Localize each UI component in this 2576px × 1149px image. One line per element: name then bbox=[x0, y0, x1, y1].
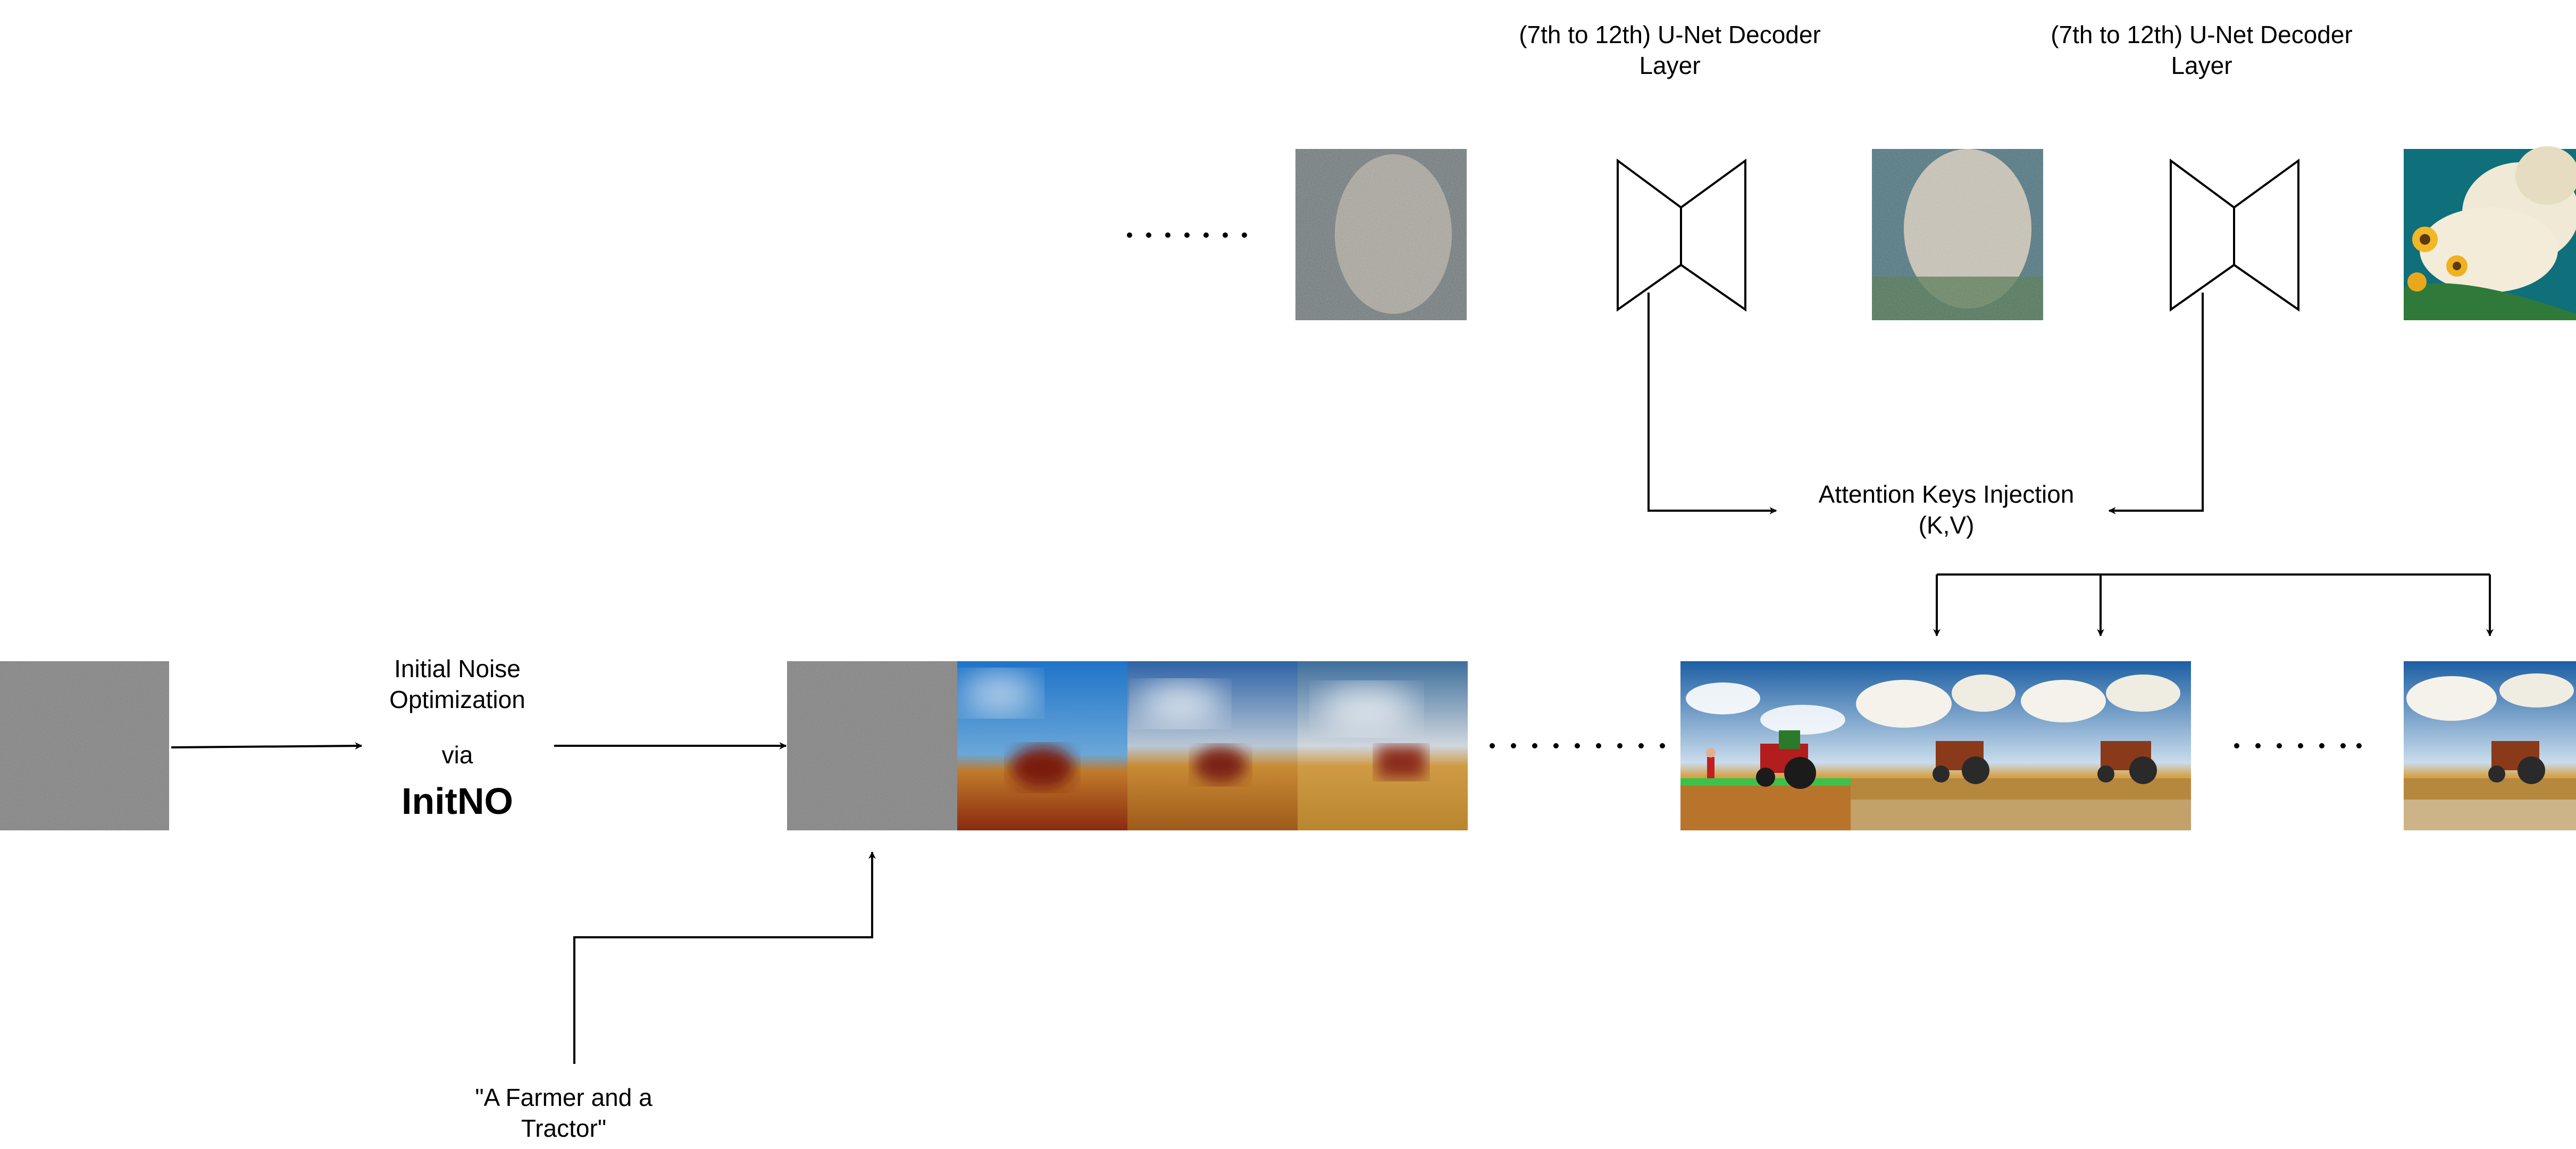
decoder2-to-attention-arrow bbox=[2108, 293, 2204, 514]
prompt-to-sequence-arrow bbox=[573, 851, 876, 1064]
blurry-tractor-frame-1 bbox=[957, 661, 1127, 830]
optimized-noise-frame bbox=[787, 661, 957, 830]
attention-injection-line2: (K,V) bbox=[1918, 511, 1975, 539]
blurry-tractor-frame-3 bbox=[1298, 661, 1468, 830]
decoder-label-1-line1: (7th to 12th) U-Net Decoder bbox=[1519, 21, 1821, 48]
decoder-label-2-line2: Layer bbox=[2171, 52, 2232, 79]
ellipsis-middle bbox=[1490, 743, 1665, 748]
initno-line1: Initial Noise bbox=[394, 655, 521, 682]
decoder-label-1-line2: Layer bbox=[1639, 52, 1701, 79]
clean-sunflower-cloud-frame bbox=[2404, 146, 2576, 320]
ellipsis-top bbox=[1127, 232, 1247, 238]
decoder-label-1: (7th to 12th) U-Net Decoder Layer bbox=[1457, 19, 1883, 81]
partially-denoised-mountain-frame bbox=[1872, 149, 2043, 320]
prompt-line2: Tractor" bbox=[521, 1114, 607, 1142]
injected-farmer-tractor-frame-1 bbox=[1851, 661, 2021, 830]
injected-farmer-tractor-frame-last bbox=[2404, 661, 2576, 830]
initno-line2: Optimization bbox=[389, 686, 525, 713]
decoder-label-2: (7th to 12th) U-Net Decoder Layer bbox=[1989, 19, 2414, 81]
prompt-line1: "A Farmer and a bbox=[475, 1084, 653, 1111]
prompt-label: "A Farmer and a Tractor" bbox=[404, 1082, 723, 1144]
attention-injection-line1: Attention Keys Injection bbox=[1818, 480, 2075, 508]
blurry-tractor-frame-2 bbox=[1127, 661, 1298, 830]
noise-to-initno-arrow bbox=[171, 742, 363, 750]
initno-method: InitNO bbox=[402, 780, 513, 822]
injected-farmer-tractor-frame-2 bbox=[2021, 661, 2191, 830]
ellipsis-right bbox=[2234, 743, 2362, 748]
attention-injection-label: Attention Keys Injection (K,V) bbox=[1776, 479, 2117, 540]
initno-label: Initial Noise Optimization via InitNO bbox=[351, 653, 564, 822]
noisy-mountain-frame bbox=[1295, 149, 1467, 320]
decoder-label-2-line1: (7th to 12th) U-Net Decoder bbox=[2051, 21, 2353, 48]
clean-farmer-tractor-frame bbox=[1680, 661, 1851, 830]
decoder1-to-attention-arrow bbox=[1647, 293, 1777, 514]
gaussian-noise-input bbox=[0, 661, 169, 830]
initno-via: via bbox=[441, 741, 473, 769]
